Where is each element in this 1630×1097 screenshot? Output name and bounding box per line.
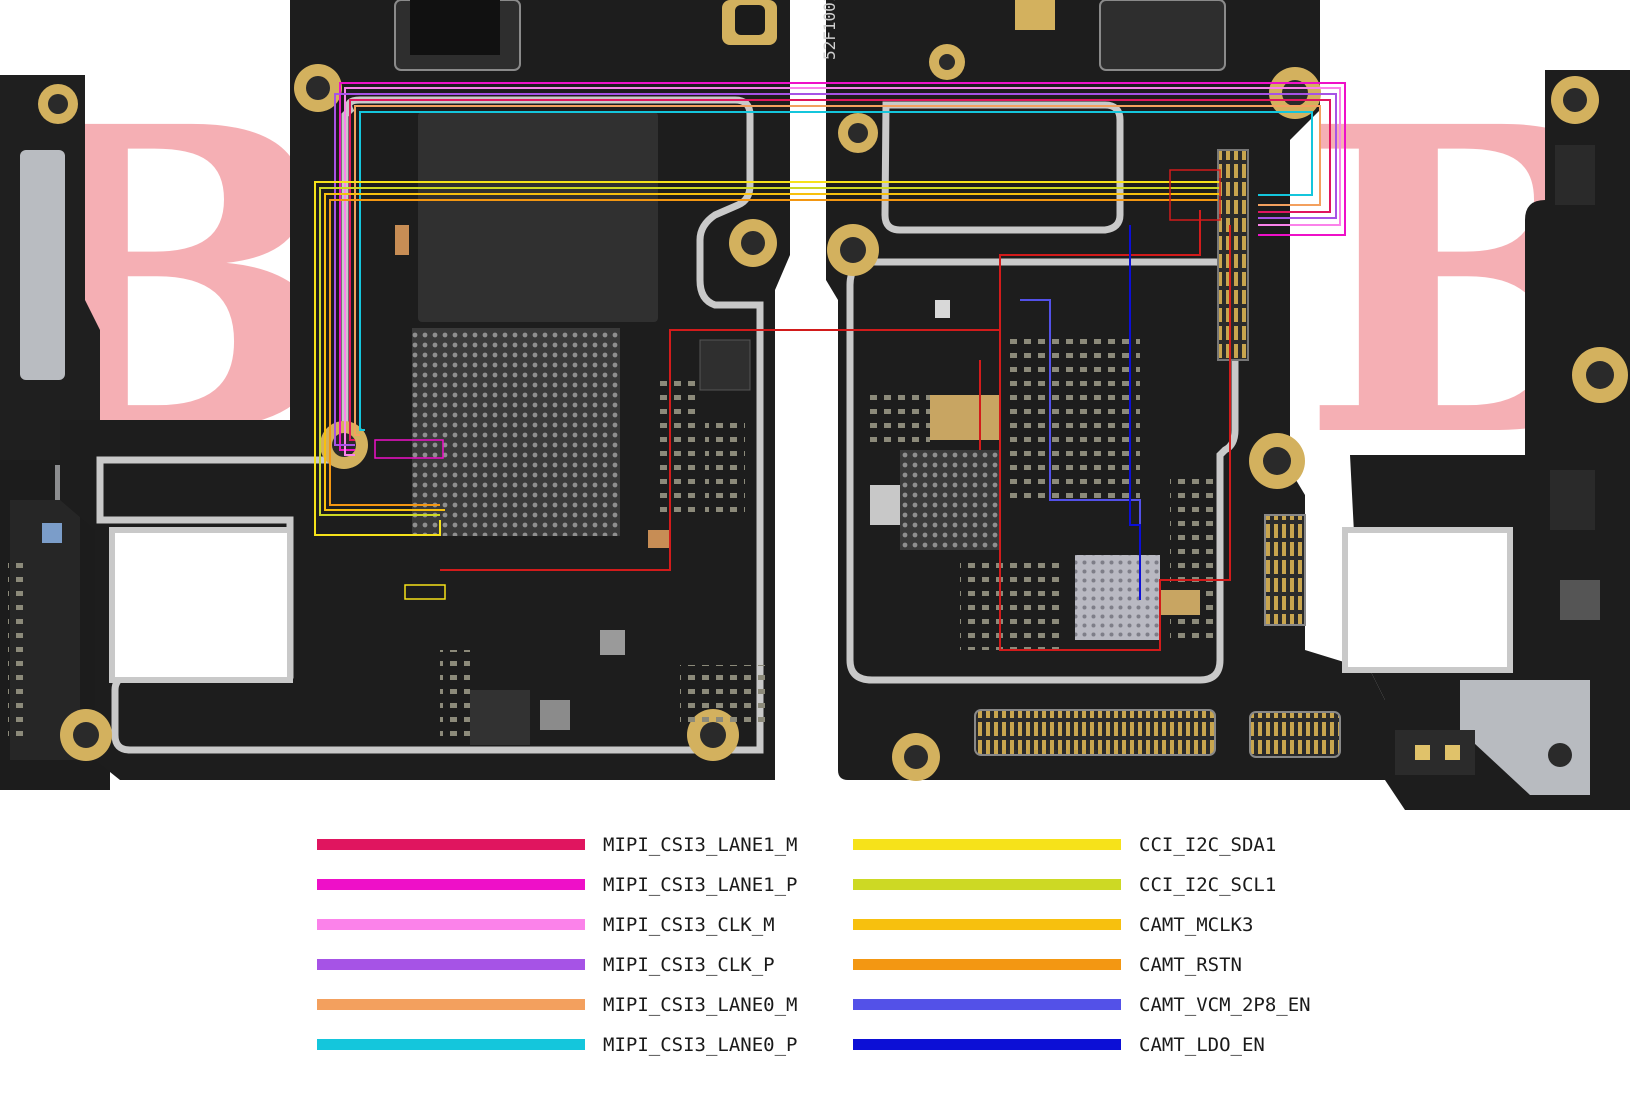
legend-item-mipi-csi3-lane1-p: MIPI_CSI3_LANE1_P (317, 870, 837, 900)
pcb-photo: B B (0, 0, 1630, 810)
legend-item-mipi-csi3-lane0-m: MIPI_CSI3_LANE0_M (317, 990, 837, 1020)
legend-label: MIPI_CSI3_CLK_M (603, 914, 775, 936)
board-silkscreen-code: 52F10014 (820, 0, 839, 60)
left-edge-board (0, 75, 305, 790)
legend-label: MIPI_CSI3_LANE1_P (603, 874, 798, 896)
legend-item-cci-i2c-sda1: CCI_I2C_SDA1 (853, 830, 1373, 860)
legend-label: CCI_I2C_SDA1 (1139, 834, 1277, 856)
legend-swatch (853, 999, 1121, 1010)
legend-item-camt-ldo-en: CAMT_LDO_EN (853, 1030, 1373, 1060)
legend-swatch (317, 959, 585, 970)
legend-item-mipi-csi3-clk-p: MIPI_CSI3_CLK_P (317, 950, 837, 980)
legend-label: MIPI_CSI3_LANE1_M (603, 834, 798, 856)
legend-label: MIPI_CSI3_LANE0_M (603, 994, 798, 1016)
signal-legend: MIPI_CSI3_LANE1_M MIPI_CSI3_LANE1_P MIPI_C… (0, 830, 1630, 1097)
legend-label: CCI_I2C_SCL1 (1139, 874, 1277, 896)
legend-swatch (317, 879, 585, 890)
signal-traces (314, 82, 1346, 651)
legend-label: MIPI_CSI3_LANE0_P (603, 1034, 798, 1056)
legend-swatch (317, 919, 585, 930)
legend-item-mipi-csi3-clk-m: MIPI_CSI3_CLK_M (317, 910, 837, 940)
legend-swatch (853, 879, 1121, 890)
legend-swatch (317, 839, 585, 850)
legend-label: CAMT_RSTN (1139, 954, 1242, 976)
right-edge-board (1342, 70, 1630, 810)
legend-label: CAMT_LDO_EN (1139, 1034, 1265, 1056)
legend-label: MIPI_CSI3_CLK_P (603, 954, 775, 976)
legend-swatch (317, 1039, 585, 1050)
legend-item-camt-vcm-2p8-en: CAMT_VCM_2P8_EN (853, 990, 1373, 1020)
legend-item-mipi-csi3-lane0-p: MIPI_CSI3_LANE0_P (317, 1030, 837, 1060)
pcb-board-view: B B (0, 0, 1630, 810)
legend-item-cci-i2c-scl1: CCI_I2C_SCL1 (853, 870, 1373, 900)
legend-swatch (853, 839, 1121, 850)
legend-label: CAMT_MCLK3 (1139, 914, 1254, 936)
legend-swatch (853, 959, 1121, 970)
legend-label: CAMT_VCM_2P8_EN (1139, 994, 1311, 1016)
legend-item-mipi-csi3-lane1-m: MIPI_CSI3_LANE1_M (317, 830, 837, 860)
legend-swatch (853, 1039, 1121, 1050)
legend-swatch (853, 919, 1121, 930)
legend-item-camt-rstn: CAMT_RSTN (853, 950, 1373, 980)
legend-swatch (317, 999, 585, 1010)
legend-item-camt-mclk3: CAMT_MCLK3 (853, 910, 1373, 940)
